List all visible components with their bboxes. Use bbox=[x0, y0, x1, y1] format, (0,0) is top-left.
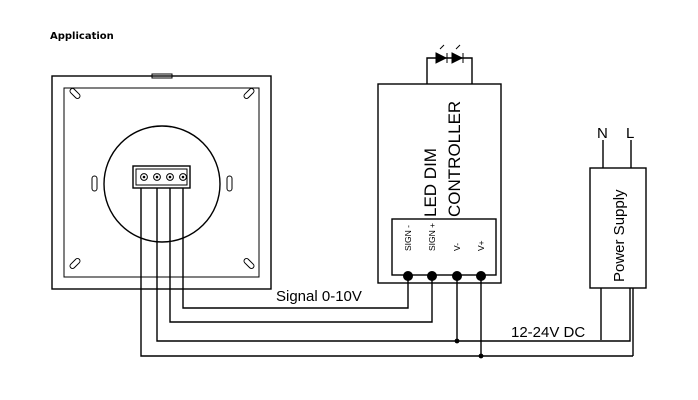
dimmer-knob-ring bbox=[103, 125, 221, 243]
controller-label-line2: CONTROLLER bbox=[445, 101, 464, 217]
input-l-label: L bbox=[626, 125, 634, 142]
terminal-v-minus-label: V- bbox=[452, 243, 462, 251]
input-n-label: N bbox=[597, 125, 608, 142]
diagram-title: Application bbox=[50, 31, 114, 42]
controller-label-line1: LED DIM bbox=[421, 148, 440, 217]
led-icon bbox=[435, 44, 464, 64]
terminal-sign-minus-label: SIGN - bbox=[403, 225, 413, 251]
junction-dots bbox=[454, 338, 484, 359]
terminal-sign-plus-label: SIGN + bbox=[427, 223, 437, 251]
led-dim-controller: LED DIM CONTROLLER SIGN - SIGN + V- V+ bbox=[377, 83, 502, 284]
power-supply-label: Power Supply bbox=[611, 189, 628, 282]
signal-label: Signal 0-10V bbox=[276, 288, 362, 305]
mounting-slot-icon bbox=[69, 88, 255, 269]
wires bbox=[140, 57, 634, 357]
terminal-screw-icon bbox=[403, 271, 486, 281]
dc-label: 12-24V DC bbox=[511, 324, 585, 341]
panel-terminal-block bbox=[132, 165, 191, 189]
power-supply: Power Supply N L bbox=[589, 125, 647, 289]
wall-panel bbox=[51, 73, 272, 290]
terminal-v-plus-label: V+ bbox=[476, 240, 486, 251]
